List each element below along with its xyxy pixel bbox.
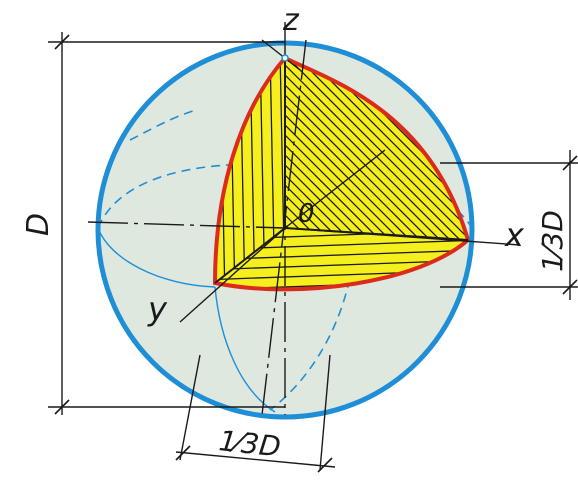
dimension-lines (48, 32, 578, 471)
origin-point (281, 54, 289, 62)
label-diameter: D (21, 213, 56, 236)
y-axis (179, 227, 286, 323)
diagonal-axis (284, 149, 386, 229)
label-origin: 0 (298, 199, 315, 229)
label-y: y (147, 290, 168, 328)
dim-bottom-right-ext (319, 354, 331, 471)
label-z: z (282, 3, 300, 38)
dimension-ticks (54, 34, 578, 473)
label-third-right: 1⁄3D (536, 210, 569, 272)
slant-center-line (261, 39, 301, 71)
label-third-bottom: 1⁄3D (217, 424, 282, 463)
section-outline (212, 55, 471, 292)
horizontal-center-line (87, 221, 286, 229)
axes (87, 22, 521, 416)
equator-front-arc (97, 227, 216, 288)
dim-bottom-left-ext (179, 354, 201, 461)
dim-bottom-line (175, 451, 336, 468)
left-dashed-arc (129, 109, 197, 141)
x-axis (284, 227, 521, 246)
label-x: x (504, 216, 525, 254)
